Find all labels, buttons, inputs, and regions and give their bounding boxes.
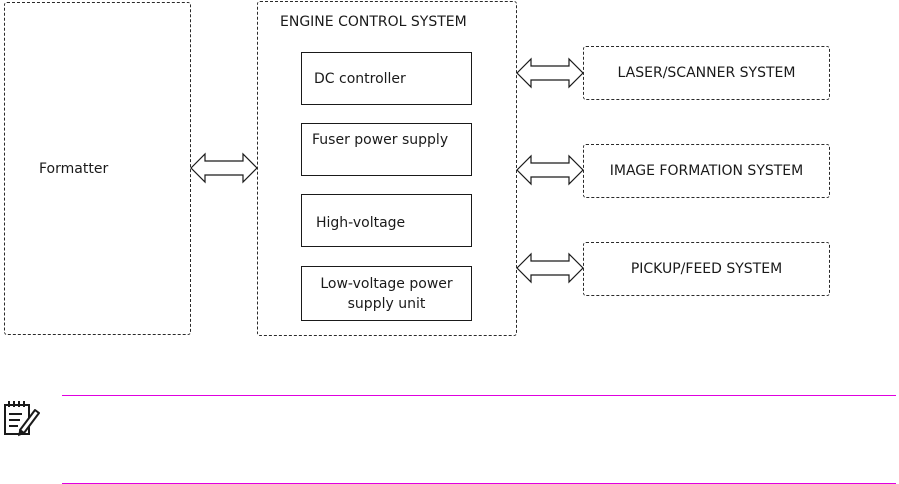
note-pencil-icon [4, 401, 40, 437]
dc-controller-box: DC controller [301, 52, 472, 105]
engine-control-system-box: ENGINE CONTROL SYSTEM [257, 1, 517, 336]
pickup-feed-system-box: PICKUP/FEED SYSTEM [583, 242, 830, 296]
engine-control-system-title: ENGINE CONTROL SYSTEM [280, 14, 467, 30]
engine-pickup-feed-arrow [516, 252, 584, 284]
fuser-power-supply-box: Fuser power supply [301, 123, 472, 176]
fuser-power-supply-label: Fuser power supply [312, 132, 449, 148]
high-voltage-box: High-voltage [301, 194, 472, 247]
formatter-label: Formatter [39, 161, 109, 177]
low-voltage-power-supply-box: Low-voltage power supply unit [301, 266, 472, 321]
pickup-feed-system-label: PICKUP/FEED SYSTEM [630, 261, 783, 277]
formatter-engine-arrow [190, 152, 258, 184]
laser-scanner-system-label: LASER/SCANNER SYSTEM [617, 65, 796, 81]
engine-image-formation-arrow [516, 154, 584, 186]
high-voltage-label: High-voltage [316, 215, 406, 231]
dc-controller-label: DC controller [314, 70, 406, 87]
laser-scanner-system-box: LASER/SCANNER SYSTEM [583, 46, 830, 100]
image-formation-system-label: IMAGE FORMATION SYSTEM [609, 163, 804, 179]
formatter-box: Formatter [4, 2, 191, 335]
low-voltage-label-line1: Low-voltage power [320, 275, 453, 292]
engine-laser-arrow [516, 57, 584, 89]
note-top-rule [62, 395, 896, 396]
low-voltage-label-line2: supply unit [347, 295, 426, 312]
image-formation-system-box: IMAGE FORMATION SYSTEM [583, 144, 830, 198]
